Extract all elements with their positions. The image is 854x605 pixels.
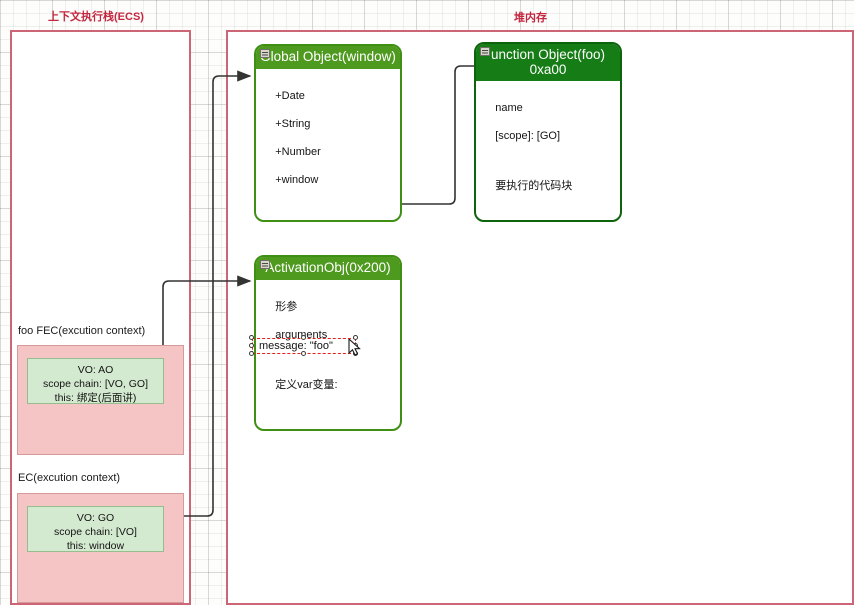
resize-handle-w[interactable]: [249, 343, 254, 348]
function-object-line: 要执行的代码块: [495, 180, 573, 192]
vo-go-line: scope chain: [VO]: [54, 526, 137, 538]
card-function-object-body: name [scope]: [GO] 要执行的代码块: [476, 81, 620, 207]
mouse-cursor-icon: [348, 339, 361, 356]
card-global-object-title: Global Object(window): [260, 49, 396, 64]
band-label-heap-memory: 堆内存: [514, 12, 547, 24]
global-object-line: +window: [275, 174, 319, 186]
resize-handle-ne[interactable]: [353, 335, 358, 340]
spacer: [483, 157, 620, 165]
spacer: [263, 201, 400, 209]
global-object-line: +Number: [275, 146, 321, 158]
caption-foo-fec: foo FEC(excution context): [18, 325, 146, 337]
resize-handle-n[interactable]: [301, 335, 306, 340]
vo-block-ao[interactable]: VO: AO scope chain: [VO, GO] this: 绑定(后面…: [27, 358, 164, 404]
card-function-object-title-line1: unction Object(foo): [490, 47, 606, 62]
vo-ao-line: scope chain: [VO, GO]: [42, 378, 149, 390]
card-activation-object-header[interactable]: ActivationObj(0x200): [256, 257, 400, 280]
vo-go-line: VO: GO: [76, 512, 115, 524]
card-activation-object-title: ActivationObj(0x200): [265, 260, 391, 275]
function-object-line: name: [495, 102, 523, 114]
selected-shape-label: message: "foo": [259, 340, 333, 352]
collapse-icon[interactable]: [260, 260, 270, 269]
collapse-icon[interactable]: [480, 47, 490, 56]
spacer: [263, 356, 400, 364]
resize-handle-s[interactable]: [301, 351, 306, 356]
selected-shape-message-foo[interactable]: message: "foo": [249, 335, 361, 356]
vo-ao-line: VO: AO: [77, 364, 114, 376]
card-global-object-header[interactable]: Global Object(window): [256, 46, 400, 69]
card-global-object-body: +Date +String +Number +window message: "…: [256, 69, 400, 220]
vo-ao-line: this: 绑定(后面讲): [54, 392, 137, 404]
resize-handle-nw[interactable]: [249, 335, 254, 340]
global-object-line: +Date: [275, 90, 305, 102]
caption-ec: EC(excution context): [18, 472, 121, 484]
card-global-object[interactable]: Global Object(window) +Date +String +Num…: [254, 44, 402, 222]
global-object-line: +String: [275, 118, 311, 130]
collapse-icon[interactable]: [260, 49, 270, 58]
band-label-execution-stack: 上下文执行栈(ECS): [48, 11, 144, 23]
card-activation-object[interactable]: ActivationObj(0x200) 形参 arguments 定义var变…: [254, 255, 402, 431]
card-function-object-header[interactable]: unction Object(foo) 0xa00: [476, 44, 620, 81]
card-function-object-title-line2: 0xa00: [529, 62, 567, 77]
function-object-line: [scope]: [GO]: [495, 130, 561, 142]
card-function-object[interactable]: unction Object(foo) 0xa00 name [scope]: …: [474, 42, 622, 222]
vo-go-line: this: window: [66, 540, 125, 552]
activation-object-line: 定义var变量:: [275, 379, 338, 391]
resize-handle-sw[interactable]: [249, 351, 254, 356]
vo-block-go[interactable]: VO: GO scope chain: [VO] this: window: [27, 506, 164, 552]
activation-object-line: 形参: [275, 301, 298, 313]
